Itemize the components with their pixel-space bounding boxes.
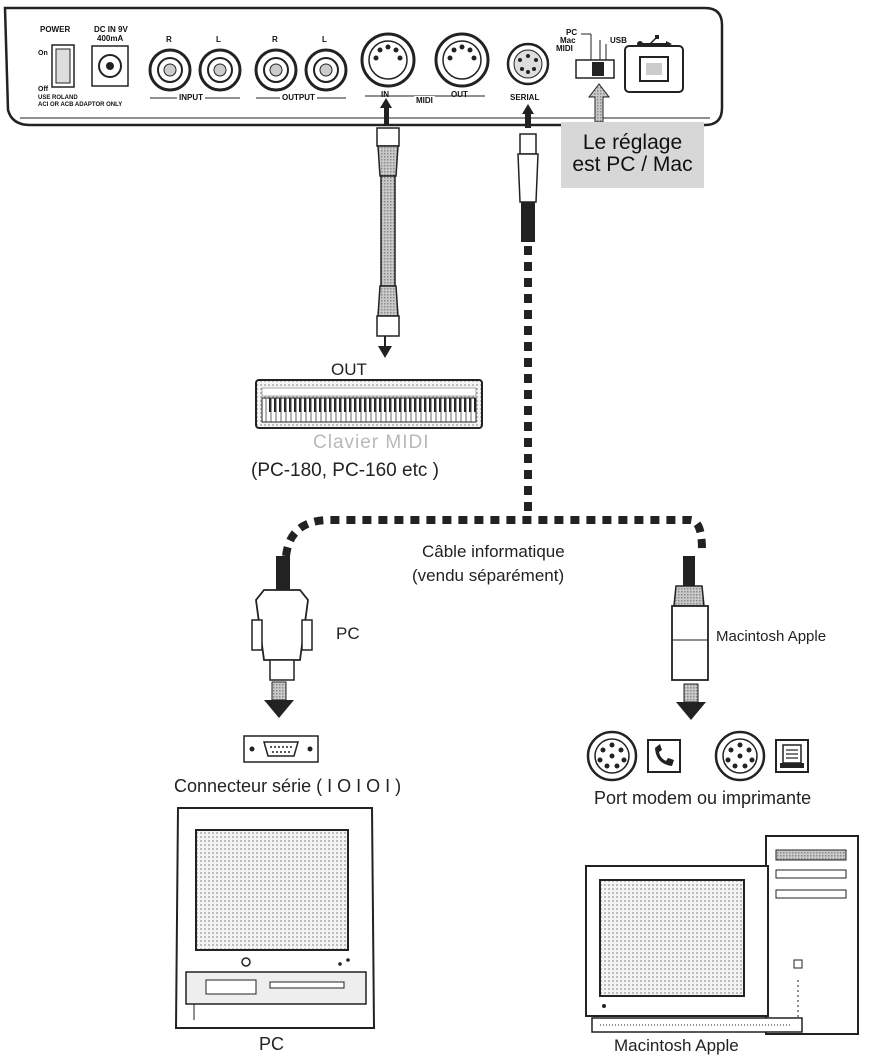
dc-jack <box>91 45 129 87</box>
cable-name: Câble informatique <box>422 542 565 561</box>
setting-callout: Le réglage est PC / Mac <box>561 122 704 188</box>
on-label: On <box>38 50 48 57</box>
midi-in-arrow <box>380 98 392 124</box>
input-l-jack <box>198 48 242 92</box>
dc-label-line2: 400mA <box>97 34 124 43</box>
switch-midi-label: MIDI <box>556 44 573 53</box>
input-l-label: L <box>216 35 221 44</box>
power-switch[interactable] <box>51 44 75 88</box>
power-label: POWER <box>40 25 71 34</box>
mac-computer-icon <box>585 835 859 1035</box>
input-r-jack <box>148 48 192 92</box>
mac-connector-label: Macintosh Apple <box>716 628 827 645</box>
midi-cable <box>376 127 400 358</box>
adaptor-label-line1: USE ROLAND <box>38 95 78 101</box>
midi-out-port <box>434 32 490 88</box>
switch-mac-label: Mac <box>560 36 576 45</box>
dc-label-line1: DC IN 9V <box>94 25 128 34</box>
adaptor-label-line2: ACI OR ACB ADAPTOR ONLY <box>38 102 123 108</box>
phone-icon <box>647 739 681 773</box>
midi-keyboard-icon <box>255 379 483 429</box>
midi-in-label: IN <box>381 90 389 99</box>
output-r-label: R <box>272 35 278 44</box>
mode-switch[interactable] <box>575 33 615 79</box>
input-label: INPUT <box>177 93 205 102</box>
off-label: Off <box>38 86 49 93</box>
output-l-label: L <box>322 35 327 44</box>
switch-pc-label: PC <box>566 28 578 37</box>
serial-label: SERIAL <box>510 93 540 102</box>
printer-port-icon <box>714 730 766 782</box>
printer-icon <box>775 739 809 773</box>
output-l-jack <box>304 48 348 92</box>
mac-down-arrow <box>676 683 706 720</box>
pc-computer-icon <box>174 807 376 1029</box>
pc-connector-label: PC <box>336 624 360 643</box>
pc-computer-label: PC <box>259 1034 285 1054</box>
pc-port-label: Connecteur série ( I O I O I ) <box>174 776 402 796</box>
output-label: OUTPUT <box>280 93 317 102</box>
usb-icon <box>637 35 672 47</box>
midi-out-label: OUT <box>451 90 468 99</box>
mac-computer-label: Macintosh Apple <box>614 1036 739 1055</box>
keyboard-name: Clavier MIDI <box>313 432 430 453</box>
serial-arrow <box>522 104 534 128</box>
mac-port-label: Port modem ou imprimante <box>594 788 812 808</box>
pc-serial-connector <box>251 556 313 681</box>
input-r-label: R <box>166 35 172 44</box>
usb-port <box>624 45 684 93</box>
output-r-jack <box>254 48 298 92</box>
callout-line2: est PC / Mac <box>572 153 693 176</box>
mac-serial-connector <box>671 556 709 681</box>
serial-port <box>506 42 550 86</box>
midi-label: MIDI <box>414 96 435 105</box>
cable-note: (vendu séparément) <box>412 566 565 585</box>
keyboard-out-label: OUT <box>331 360 367 379</box>
serial-port-icon <box>243 735 319 763</box>
midi-in-port <box>360 32 416 88</box>
switch-usb-label: USB <box>610 36 627 45</box>
serial-cable <box>282 133 706 557</box>
modem-port-icon <box>586 730 638 782</box>
keyboard-models: (PC-180, PC-160 etc ) <box>251 460 439 481</box>
pc-down-arrow <box>264 681 294 718</box>
callout-line1: Le réglage <box>582 131 683 154</box>
